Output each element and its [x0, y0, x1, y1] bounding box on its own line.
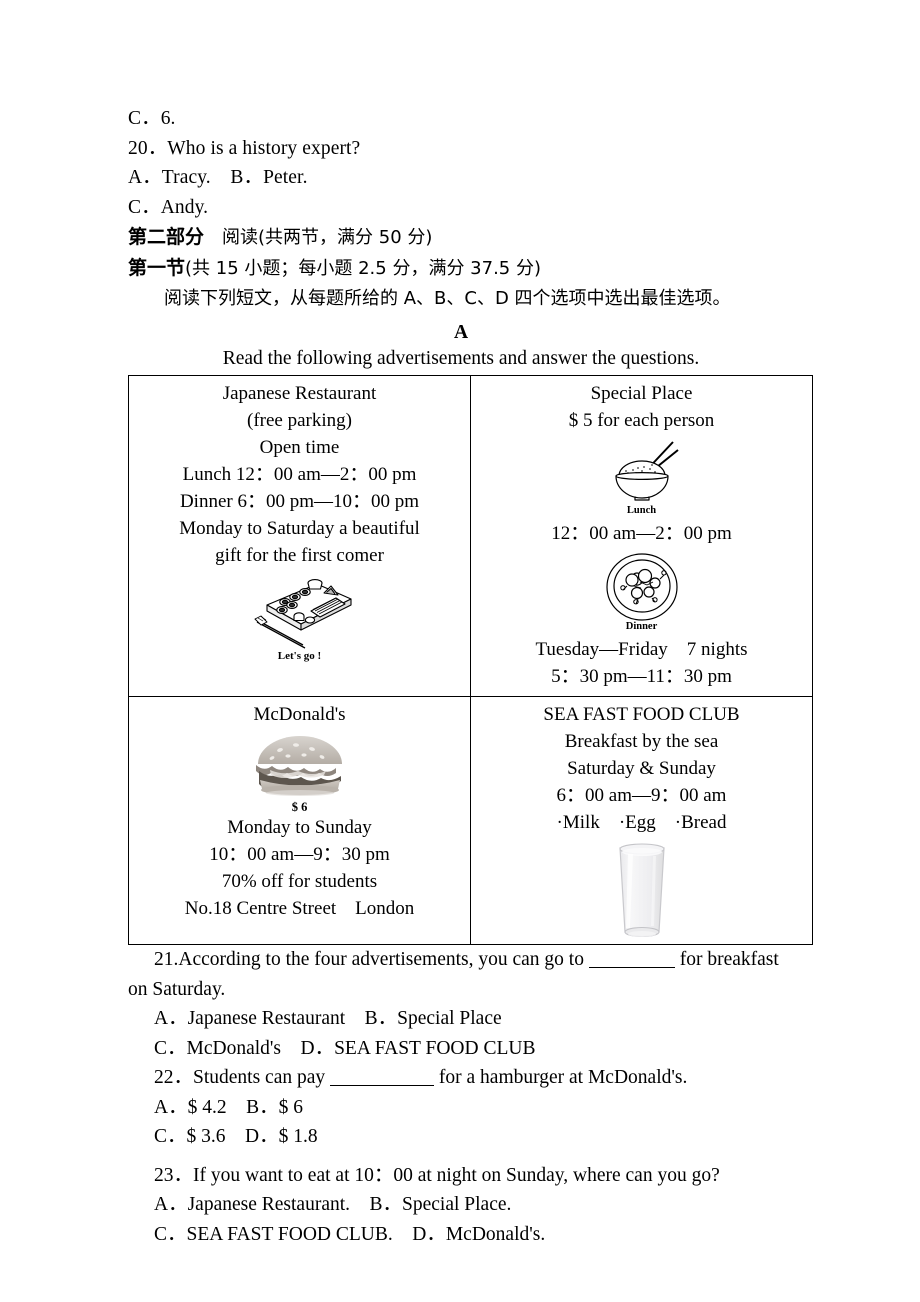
ad-cell-sea-fast-food-club: SEA FAST FOOD CLUB Breakfast by the sea …	[470, 696, 813, 946]
question-21: 21.According to the four advertisements,…	[128, 945, 794, 1004]
hamburger-photo	[133, 732, 466, 800]
ad-line: Lunch 12：00 am—2：00 pm	[182, 464, 417, 486]
ad-cell-mcdonalds: McDonald's	[128, 696, 471, 946]
ad-title: Special Place	[590, 383, 693, 405]
ad-japanese-restaurant: Japanese Restaurant (free parking) Open …	[133, 380, 466, 663]
question-23-options-line-1: A．Japanese Restaurant. B．Special Place.	[154, 1194, 512, 1216]
ad-line: Monday to Saturday a beautiful	[179, 518, 420, 540]
question-22-options-line-2: C．$ 3.6 D．$ 1.8	[154, 1126, 318, 1148]
sushi-platter-icon	[133, 571, 466, 649]
ad-sea-fast-food-club: SEA FAST FOOD CLUB Breakfast by the sea …	[475, 701, 808, 938]
ad-title: McDonald's	[253, 704, 346, 726]
question-22: 22．Students can pay for a hamburger at M…	[128, 1063, 794, 1093]
ad-price-line: $ 5 for each person	[568, 410, 715, 432]
section-one-heading: 第一节(共 15 小题；每小题 2.5 分，满分 37.5 分)	[128, 253, 794, 284]
question-23: 23．If you want to eat at 10：00 at night …	[154, 1164, 720, 1186]
question-22-options-line-1: A．$ 4.2 B．$ 6	[154, 1096, 303, 1118]
q20-options-line-1: A．Tracy. B．Peter.	[128, 167, 308, 189]
question-21-options-line-1: A．Japanese Restaurant B．Special Place	[154, 1008, 502, 1030]
q20-options-line-2: C．Andy.	[128, 196, 209, 218]
ad-lunch-caption: Lunch	[626, 505, 657, 517]
ad-cell-japanese-restaurant: Japanese Restaurant (free parking) Open …	[128, 375, 471, 698]
question-spacer	[128, 1152, 794, 1161]
ad-line: 70% off for students	[221, 871, 378, 893]
ad-caption: Let's go !	[277, 650, 322, 663]
ad-title: SEA FAST FOOD CLUB	[543, 704, 740, 726]
reading-instruction-text: 阅读下列短文，从每题所给的 A、B、C、D 四个选项中选出最佳选项。	[164, 288, 731, 310]
section-one-heading-rest: (共 15 小题；每小题 2.5 分，满分 37.5 分)	[185, 258, 541, 280]
question-22-blank	[330, 1085, 435, 1087]
ad-dinner-time: 5：30 pm—11：30 pm	[551, 666, 732, 688]
section-one-heading-bold: 第一节	[128, 257, 186, 280]
ad-line: 6：00 am—9：00 am	[556, 785, 727, 807]
question-23-options-line-2: C．SEA FAST FOOD CLUB. D．McDonald's.	[154, 1223, 546, 1245]
question-21-stem-after: for breakfast on Saturday.	[128, 949, 779, 1000]
page-content: C．6. 20．Who is a history expert? A．Tracy…	[128, 104, 813, 1249]
ad-price: $ 6	[291, 800, 308, 815]
ad-lunch-time: 12：00 am—2：00 pm	[551, 523, 732, 545]
ad-dinner-caption: Dinner	[625, 621, 658, 633]
table-row: McDonald's	[128, 696, 813, 946]
ad-line: gift for the first comer	[215, 545, 384, 567]
ad-title: Japanese Restaurant	[222, 383, 377, 405]
ad-line: Monday to Sunday	[227, 817, 372, 839]
ad-days-line: Tuesday—Friday 7 nights	[535, 639, 748, 661]
dinner-plate-icon	[475, 552, 808, 622]
ad-line: Saturday & Sunday	[567, 758, 716, 780]
ad-mcdonalds: McDonald's	[133, 701, 466, 922]
question-21-blank	[588, 967, 675, 969]
table-row: Japanese Restaurant (free parking) Open …	[128, 375, 813, 698]
advertisements-table: Japanese Restaurant (free parking) Open …	[128, 375, 813, 946]
passage-a-lead: Read the following advertisements and an…	[222, 348, 700, 370]
question-21-stem-before: 21.According to the four advertisements,…	[154, 949, 589, 971]
rice-bowl-chopsticks-icon	[475, 440, 808, 506]
ad-line: 10：00 am—9：30 pm	[209, 844, 390, 866]
passage-a-label: A	[453, 322, 469, 344]
glass-of-milk-photo	[475, 840, 808, 938]
reading-instruction: 阅读下列短文，从每题所给的 A、B、C、D 四个选项中选出最佳选项。	[128, 284, 794, 314]
ad-line: Open time	[259, 437, 340, 459]
ad-line: ·Milk ·Egg ·Bread	[556, 812, 727, 834]
q19-option-c: C．6.	[128, 108, 176, 129]
question-21-options-line-2: C．McDonald's D．SEA FAST FOOD CLUB	[154, 1037, 536, 1059]
ad-line: No.18 Centre Street London	[184, 898, 415, 920]
q20-stem: 20．Who is a history expert?	[128, 137, 361, 159]
ad-cell-special-place: Special Place $ 5 for each person	[470, 375, 813, 698]
ad-line: Dinner 6：00 pm—10：00 pm	[179, 491, 420, 513]
question-22-stem-after: for a hamburger at McDonald's.	[434, 1067, 688, 1089]
part-two-heading: 第二部分 阅读(共两节，满分 50 分)	[128, 222, 794, 253]
part-two-heading-rest: 阅读(共两节，满分 50 分)	[204, 227, 433, 249]
ad-special-place: Special Place $ 5 for each person	[475, 380, 808, 690]
part-two-heading-bold: 第二部分	[128, 226, 205, 249]
ad-line: Breakfast by the sea	[564, 731, 719, 753]
question-22-stem-before: 22．Students can pay	[154, 1067, 331, 1089]
ad-line: (free parking)	[247, 410, 352, 432]
